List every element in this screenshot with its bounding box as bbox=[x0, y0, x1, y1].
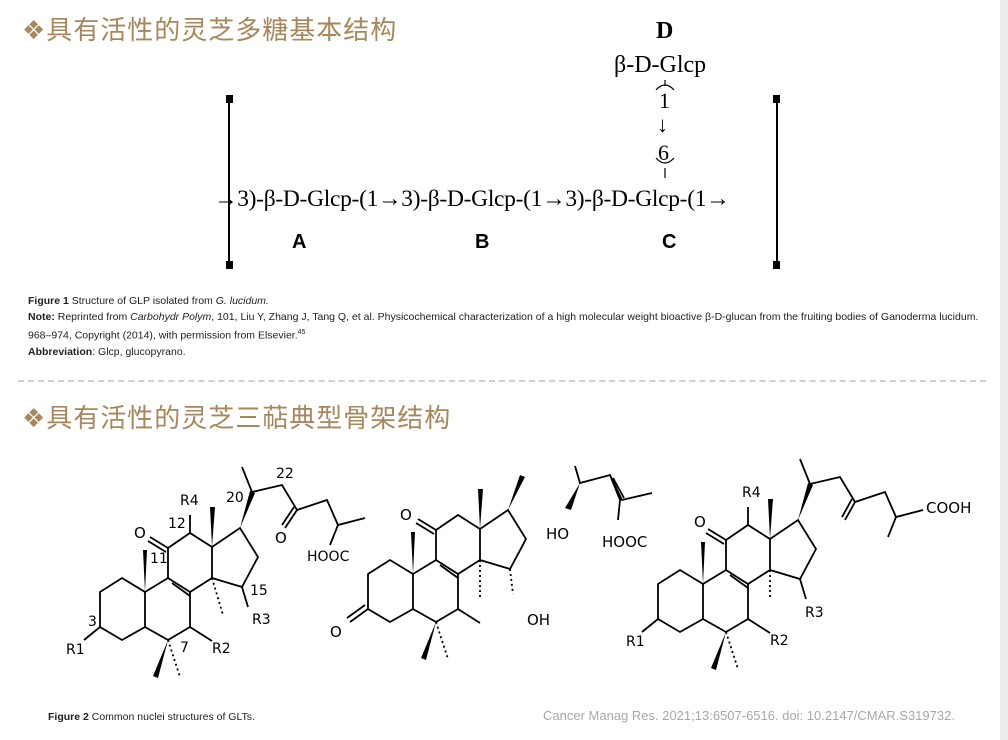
s1-ketone-o: O bbox=[134, 524, 146, 542]
s1-hooc: HOOC bbox=[307, 549, 350, 565]
figure1-species: G. lucidum. bbox=[215, 295, 269, 307]
s1-ketone-o-23: O bbox=[275, 529, 287, 547]
note-text: , 101, Liu Y, Zhang J, Tang Q, et al. Ph… bbox=[28, 311, 979, 342]
triterpene-structure-3: O R4 COOH R3 R1 R2 bbox=[626, 458, 971, 670]
figure2-text: Common nuclei structures of GLTs. bbox=[88, 711, 255, 723]
unit-label-c: C bbox=[662, 231, 677, 253]
s1-r4: R4 bbox=[180, 493, 199, 509]
s1-c3: 3 bbox=[88, 614, 97, 630]
abbreviation-label: Abbreviation bbox=[28, 345, 93, 358]
section-divider bbox=[18, 380, 986, 382]
unit-label-b: B bbox=[475, 231, 490, 253]
s3-ketone-o: O bbox=[694, 513, 706, 531]
branch-label-d: D bbox=[656, 18, 674, 44]
unit-label-a: A bbox=[292, 231, 307, 253]
s2-ketone-o-3: O bbox=[330, 623, 342, 641]
s3-r2: R2 bbox=[770, 633, 789, 649]
s3-r4: R4 bbox=[742, 485, 761, 501]
s1-r3: R3 bbox=[252, 612, 271, 628]
s3-cooh: COOH bbox=[926, 499, 971, 517]
note-label: Note: bbox=[28, 311, 55, 323]
s1-c15: 15 bbox=[250, 583, 268, 599]
s1-c22: 22 bbox=[276, 466, 294, 482]
s1-c20: 20 bbox=[226, 490, 244, 506]
right-edge-strip bbox=[1000, 0, 1008, 740]
note-reference[interactable]: 45 bbox=[297, 329, 306, 336]
branch-unit: β-D-Glcp bbox=[614, 52, 707, 78]
main-chain: →3)-β-D-Glcp-(1→3)-β-D-Glcp-(1→3)-β-D-Gl… bbox=[214, 186, 730, 212]
triterpene-structure-2: O O HO HOOC OH bbox=[330, 465, 653, 660]
abbreviation-text: : Glcp, glucopyrano. bbox=[92, 345, 186, 358]
s1-r1: R1 bbox=[66, 642, 85, 658]
branch-position-6: 6 bbox=[658, 140, 669, 165]
s1-c7: 7 bbox=[180, 640, 189, 656]
s1-r2: R2 bbox=[212, 641, 231, 657]
note-pre: Reprinted from bbox=[54, 311, 131, 323]
s2-oh: OH bbox=[527, 611, 550, 629]
s1-c11: 11 bbox=[150, 551, 168, 567]
s3-r3: R3 bbox=[805, 605, 824, 621]
s2-hooc: HOOC bbox=[602, 533, 647, 551]
figure1-caption: Figure 1 Structure of GLP isolated from … bbox=[28, 293, 983, 360]
section-title-polysaccharide: ❖具有活性的灵芝多糖基本结构 bbox=[22, 16, 398, 46]
s3-r1: R1 bbox=[626, 634, 645, 650]
s2-ketone-o-11: O bbox=[400, 506, 412, 524]
s1-c12: 12 bbox=[168, 516, 186, 532]
figure1-label: Figure 1 bbox=[28, 295, 69, 307]
section-title-triterpene: ❖具有活性的灵芝三萜典型骨架结构 bbox=[22, 404, 452, 434]
triterpene-structures: O R4 12 11 20 22 O HOOC 15 R3 3 R1 7 R2 bbox=[66, 458, 971, 678]
citation: Cancer Manag Res. 2021;13:6507-6516. doi… bbox=[543, 708, 955, 723]
bracket-lines bbox=[226, 80, 780, 269]
figure2-label: Figure 2 bbox=[48, 711, 89, 723]
branch-arrow: ↓ bbox=[657, 112, 668, 137]
figure2-caption: Figure 2 Common nuclei structures of GLT… bbox=[48, 709, 255, 725]
triterpene-structure-1: O R4 12 11 20 22 O HOOC 15 R3 3 R1 7 R2 bbox=[66, 466, 366, 678]
branch-position-1: 1 bbox=[659, 88, 670, 113]
s2-ho: HO bbox=[546, 525, 569, 543]
figure1-text: Structure of GLP isolated from bbox=[71, 295, 216, 307]
note-journal: Carbohydr Polym bbox=[130, 311, 212, 323]
